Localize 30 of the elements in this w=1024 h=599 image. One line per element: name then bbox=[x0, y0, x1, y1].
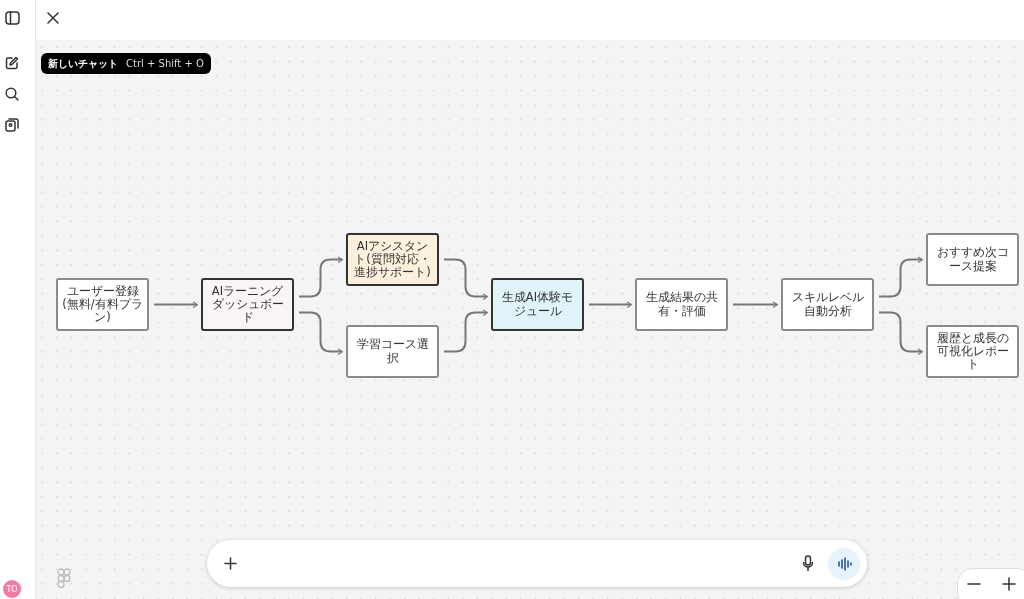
node-label: ユーザー登録(無料/有料プラン) bbox=[61, 284, 144, 325]
process-box bbox=[201, 278, 294, 331]
process-box bbox=[346, 325, 439, 378]
node-label: AIアシスタント(質問対応・進捗サポート) bbox=[353, 239, 432, 280]
shortcut-text: Ctrl + Shift + O bbox=[126, 58, 204, 69]
tooltip-text: 新しいチャット bbox=[48, 56, 118, 71]
process-box bbox=[346, 233, 439, 286]
process-box bbox=[926, 233, 1019, 286]
node-label: 生成結果の共有・評価 bbox=[644, 291, 719, 318]
node-label: スキルレベル自動分析 bbox=[790, 291, 865, 318]
user-avatar: TO bbox=[3, 580, 21, 598]
process-box bbox=[56, 278, 149, 331]
node-label: 履歴と成長の可視化レポート bbox=[935, 331, 1010, 372]
node-label: AIラーニングダッシュボード bbox=[210, 284, 285, 325]
arrow bbox=[443, 309, 488, 353]
process-box bbox=[926, 325, 1019, 378]
arrow bbox=[153, 301, 198, 308]
arrow bbox=[732, 301, 778, 308]
node-label: 生成AI体験モジュール bbox=[500, 291, 575, 318]
process-box bbox=[635, 278, 728, 331]
arrow bbox=[298, 256, 343, 298]
arrow bbox=[878, 256, 923, 298]
node-label: 学習コース選択 bbox=[355, 338, 430, 365]
arrow bbox=[298, 311, 343, 355]
arrow bbox=[878, 311, 923, 355]
process-box bbox=[491, 278, 584, 331]
node-label: おすすめ次コース提案 bbox=[935, 246, 1010, 273]
process-box bbox=[781, 278, 874, 331]
arrow bbox=[588, 301, 632, 308]
arrow bbox=[443, 258, 488, 300]
